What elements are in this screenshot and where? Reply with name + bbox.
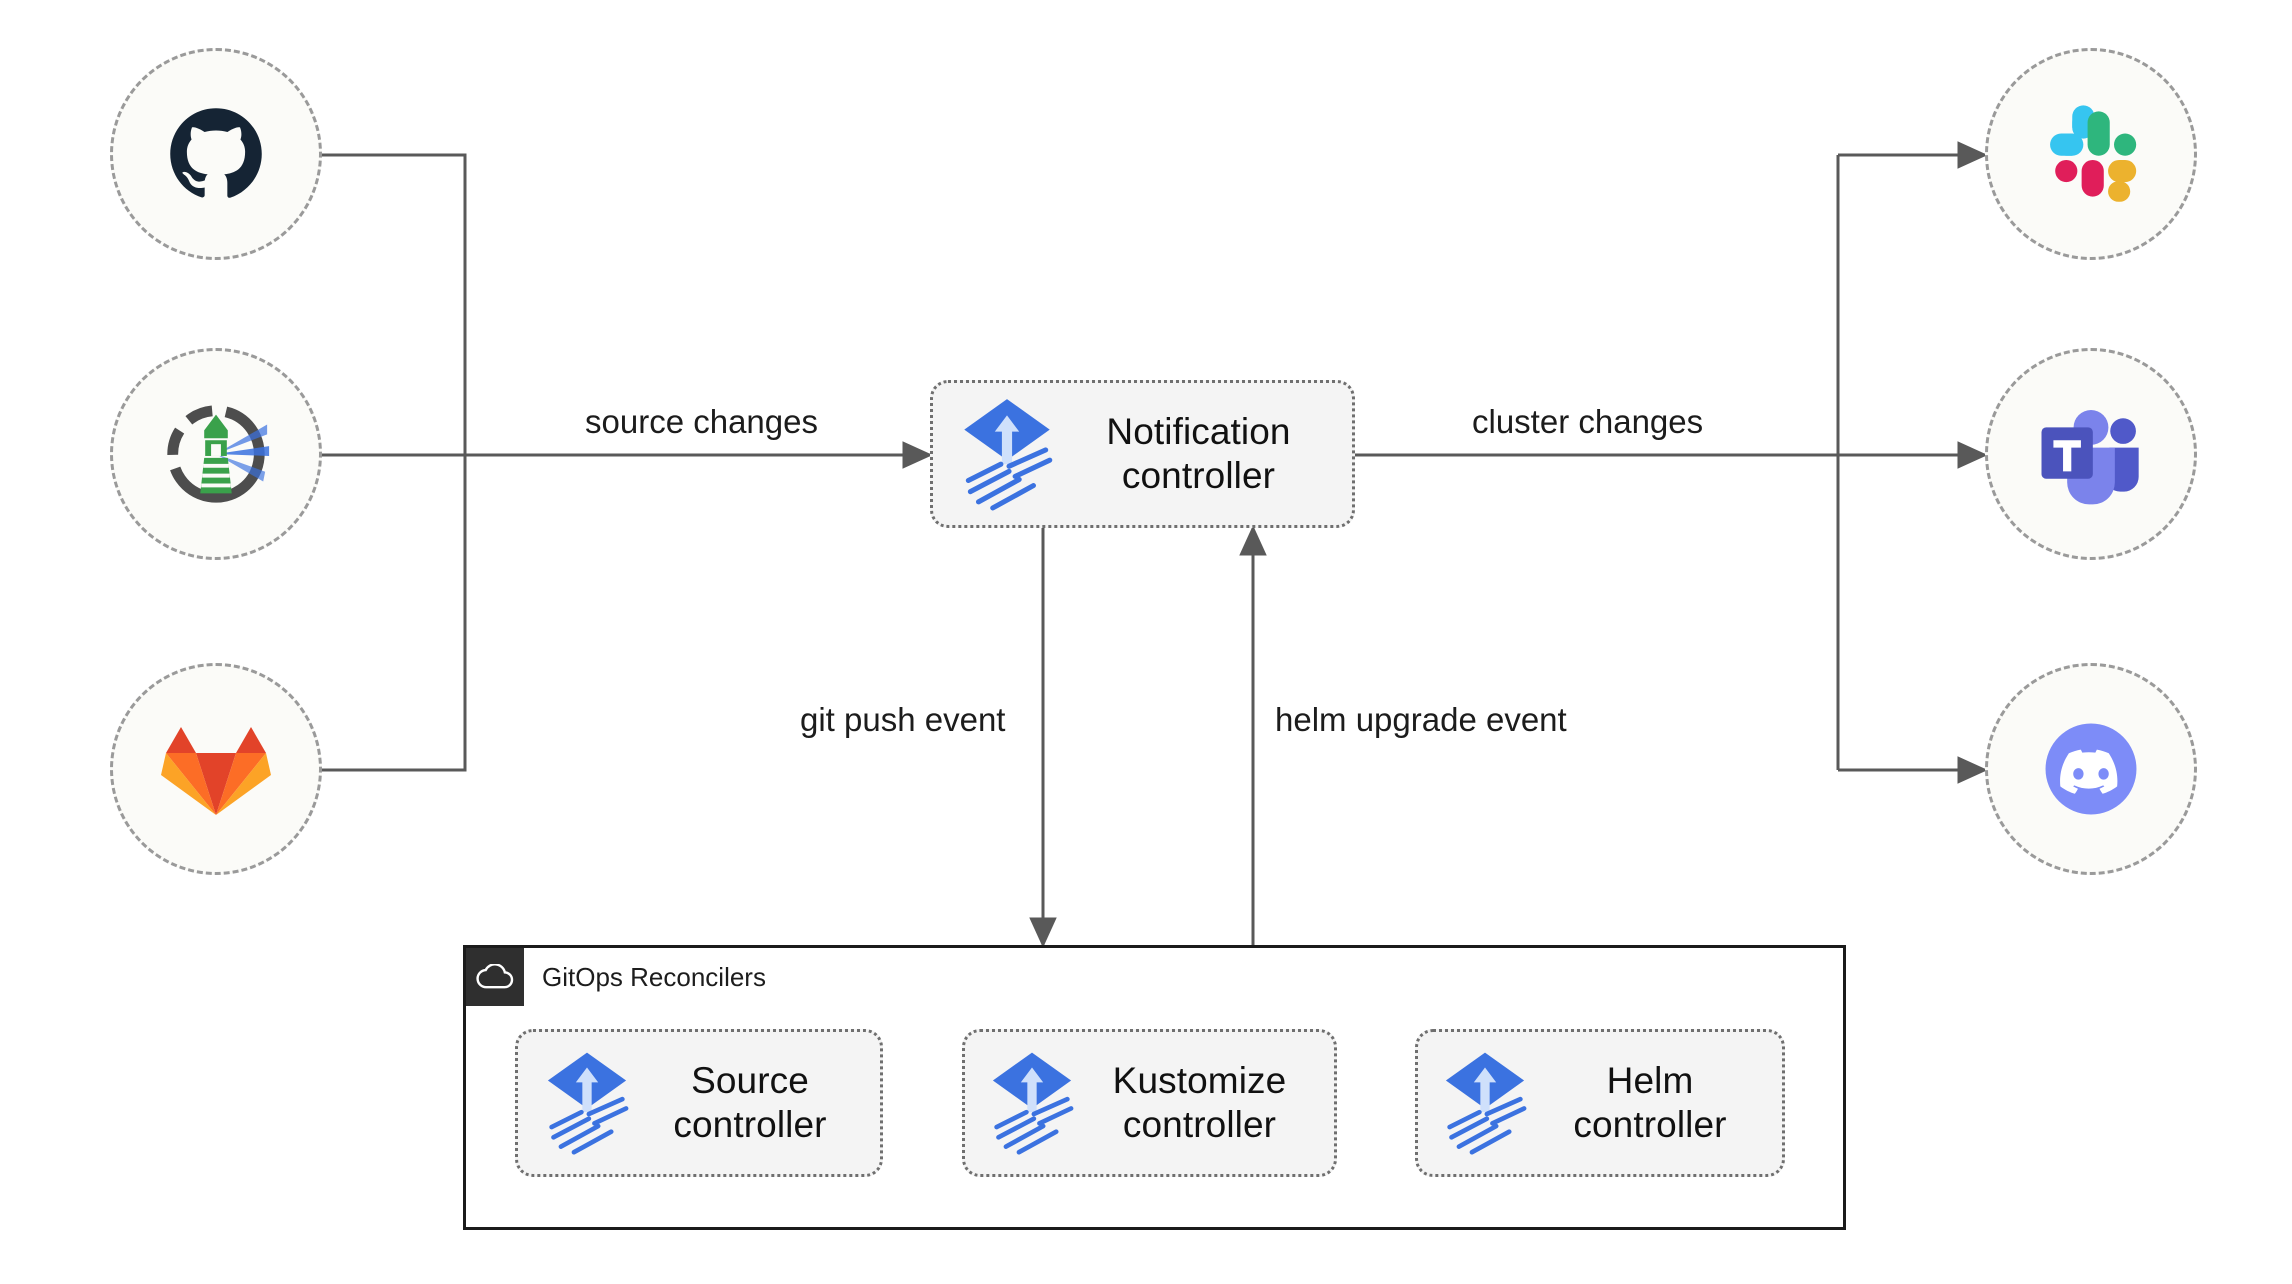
group-title: GitOps Reconcilers	[542, 961, 766, 992]
flux-icon	[518, 1047, 634, 1160]
node-label: Notification controller	[1106, 411, 1291, 496]
flux-icon	[965, 1047, 1079, 1160]
cloud-badge	[466, 948, 524, 1006]
provider-endpoint-discord[interactable]	[1985, 663, 2197, 875]
discord-icon	[2045, 723, 2137, 815]
node-kustomize-controller[interactable]: Kustomize controller	[962, 1029, 1337, 1177]
node-helm-controller[interactable]: Helm controller	[1415, 1029, 1785, 1177]
cloud-icon	[476, 964, 514, 989]
flux-icon	[1418, 1047, 1532, 1160]
node-label: Helm controller	[1573, 1060, 1727, 1145]
provider-endpoint-slack[interactable]	[1985, 48, 2197, 260]
edge-label-helm-upgrade-event: helm upgrade event	[1265, 701, 1577, 739]
edge-label-cluster-changes: cluster changes	[1462, 403, 1714, 441]
github-icon	[170, 108, 262, 198]
source-endpoint-gitlab[interactable]	[110, 663, 322, 875]
group-header: GitOps Reconcilers	[466, 948, 766, 1006]
source-endpoint-flux-lighthouse[interactable]	[110, 348, 322, 560]
provider-endpoint-teams[interactable]	[1985, 348, 2197, 560]
edge-label-git-push-event: git push event	[790, 701, 1016, 739]
lighthouse-icon	[167, 405, 270, 503]
slack-icon	[2050, 105, 2137, 202]
node-label: Source controller	[673, 1060, 827, 1145]
node-source-controller[interactable]: Source controller	[515, 1029, 883, 1177]
flux-icon	[933, 393, 1059, 516]
microsoft-teams-icon	[2041, 410, 2139, 505]
node-notification-controller[interactable]: Notification controller	[930, 380, 1355, 528]
source-endpoint-github[interactable]	[110, 48, 322, 260]
node-label: Kustomize controller	[1112, 1060, 1287, 1145]
edge-sources-bus	[320, 153, 467, 772]
gitlab-icon	[161, 727, 271, 815]
edge-label-source-changes: source changes	[575, 403, 828, 441]
